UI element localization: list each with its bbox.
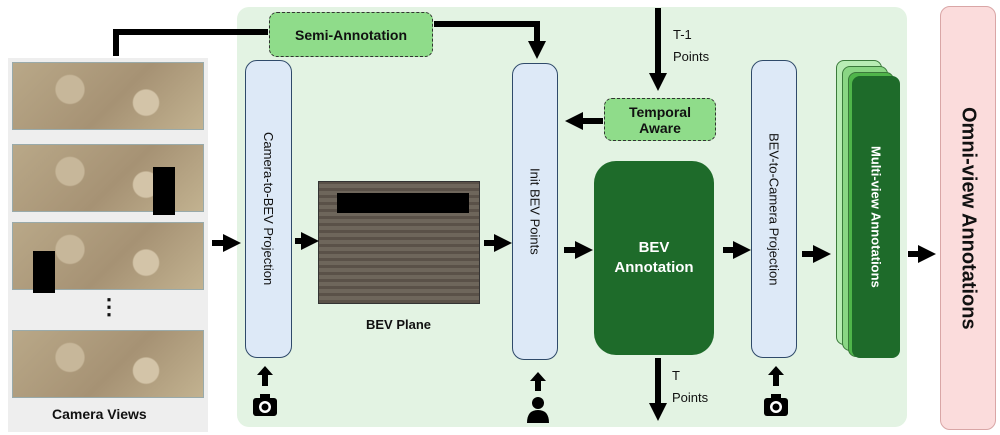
arrow-semi-to-init: [434, 24, 537, 50]
arrow-cameras-to-semi: [116, 32, 268, 56]
